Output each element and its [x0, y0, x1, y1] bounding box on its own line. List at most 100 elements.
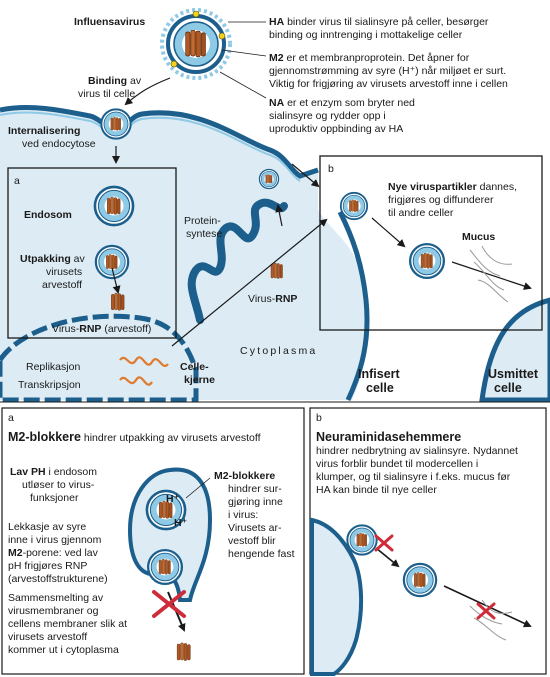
bound-virion-b: [347, 525, 376, 554]
cytoplasma-label: Cytoplasma: [240, 345, 317, 357]
arrow-rnp-assembly: [291, 163, 320, 188]
panel-a-frame: [1, 407, 305, 675]
utpakking-line2: virusets: [46, 266, 82, 278]
nye-line2: frigjøres og diffunderer: [388, 194, 494, 206]
free-virion-b: [404, 564, 436, 596]
utpakking-line1: Utpakking av: [20, 253, 86, 265]
nucleus: [0, 313, 199, 403]
virion-fusion-a: [148, 550, 182, 584]
panel-a-letter: a: [8, 412, 14, 424]
panel-a: a M2-blokkere hindrer utpakking av virus…: [1, 407, 305, 675]
binding-line2: virus til celle: [78, 88, 135, 100]
lavph-line1: Lav PH i endosom: [10, 466, 97, 478]
endosome-virion: [95, 187, 133, 225]
utpakking-line3: arvestoff: [42, 279, 82, 291]
host-cell-membrane: [0, 105, 319, 179]
nye-line1: Nye viruspartikler dannes,: [388, 181, 517, 193]
block-x-b2: [476, 602, 496, 620]
na-line1: NA er et enzym som bryter ned: [269, 97, 415, 109]
na-line2: sialinsyre og rydder opp i: [269, 110, 386, 122]
panel-a-title: M2-blokkere hindrer utpakking av viruset…: [8, 430, 261, 444]
block-x-a: [152, 590, 186, 618]
blokkere-line4: Virusets ar-: [228, 522, 282, 534]
blokkere-line5: vestoff blir: [228, 535, 276, 547]
lekkasje-line3: M2-porene: ved lav: [8, 547, 99, 559]
virus-rnp-label: Virus-RNP (arvestoff): [52, 323, 151, 335]
blokkere-line1: hindrer sur-: [228, 483, 282, 495]
blokkere-line2: gjøring inne: [228, 496, 283, 508]
binding-line1: Binding av: [88, 75, 142, 87]
block-x-b1: [374, 534, 394, 552]
blokkere-leader: [185, 477, 211, 499]
mucus-strands: [469, 245, 513, 303]
m2-leader: [221, 49, 267, 57]
box-a-letter: a: [14, 175, 20, 187]
uncoating-virion: [96, 246, 128, 278]
arrow-uncoat: [111, 267, 121, 294]
virus-title: Influensavirus: [74, 16, 145, 28]
blokkere-line3: i virus:: [228, 509, 258, 521]
protein-line2: syntese: [186, 228, 222, 240]
internalisering-line2: ved endocytose: [22, 138, 96, 150]
lekkasje-line2: inne i virus gjennom: [8, 534, 102, 546]
panel-b-line2: virus forblir bundet til modercellen i: [316, 458, 478, 470]
panel-b-line3: klumper, og til sialinsyre i f.eks. mucu…: [316, 471, 511, 483]
sammen-line1: Sammensmelting av: [8, 592, 104, 604]
infisert-line2: celle: [366, 381, 394, 395]
top-section: Influensavirus HA binder virus til siali…: [0, 8, 550, 403]
released-virion: [410, 244, 444, 278]
transkripsjon-label: Transkripsjon: [18, 379, 81, 391]
arrow-diffuse: [451, 261, 532, 290]
ha-line1: HA binder virus til sialinsyre på celler…: [269, 16, 489, 28]
sammen-line5: kommer ut i cytoplasma: [8, 644, 119, 656]
host-cell-b: [310, 517, 364, 676]
sammen-line2: virusmembraner og: [8, 605, 99, 617]
m2-line1: M2 er et membranproprotein. Det åpner fo…: [269, 52, 470, 64]
replication-rna: [119, 356, 169, 367]
panel-b-line1: hindrer nedbrytning av sialinsyre. Nydan…: [316, 445, 518, 457]
panel-b-line4: HA kan binde til nye celler: [316, 484, 437, 496]
arrow-er-to-membrane: [275, 204, 284, 227]
blokkere-term: M2-blokkere: [214, 470, 275, 482]
lekkasje-line1: Lekkasje av syre: [8, 521, 86, 533]
cellekjerne-line1: Celle-: [180, 361, 209, 373]
uninfected-cell: [479, 297, 550, 403]
cellekjerne-line2: kjerne: [184, 374, 215, 386]
replikasjon-label: Replikasjon: [26, 361, 80, 373]
budding-small-virion: [259, 169, 278, 188]
arrow-release-b: [375, 547, 400, 568]
na-leader: [219, 71, 267, 99]
ha-line2: binding og inntrenging i mottakelige cel…: [269, 29, 463, 41]
lekkasje-line5: (arvestoffstrukturene): [8, 573, 108, 585]
box-b-frame: [319, 155, 543, 331]
host-cell-membrane-inner: [0, 111, 301, 182]
infisert-line1: Infisert: [358, 367, 401, 381]
virus-rnp2-label: Virus-RNP: [248, 293, 297, 305]
internalisering-term: Internalisering: [8, 125, 80, 137]
arrow-rnp-export: [171, 218, 328, 347]
endosom-label: Endosom: [24, 209, 72, 221]
hplus-1: H⁺: [166, 493, 179, 505]
arrow-binding: [124, 77, 171, 106]
transcription-rna: [119, 376, 153, 386]
virion-binding: [101, 109, 130, 138]
influenza-virion: [160, 8, 232, 80]
box-a-frame: [7, 167, 177, 339]
lavph-line3: funksjoner: [30, 492, 79, 504]
usmittet-line1: Usmittet: [488, 367, 539, 381]
na-line3: uproduktiv oppbinding av HA: [269, 123, 403, 135]
endoplasmic-reticulum: [187, 198, 288, 324]
nye-line3: til andre celler: [388, 207, 454, 219]
sammen-line4: virusets arvestoff: [8, 631, 87, 643]
blokkere-line6: hengende fast: [228, 548, 295, 560]
rnp-blocked-a: [176, 642, 191, 661]
m2-line3: Viktig for frigjøring av virusets arvest…: [269, 78, 508, 90]
panel-b-title: Neuraminidasehemmere: [316, 430, 461, 444]
protein-line1: Protein-: [184, 215, 221, 227]
sammen-line3: cellens membraner slik at: [8, 618, 127, 630]
box-b-letter: b: [328, 163, 334, 175]
lekkasje-line4: pH frigjøres RNP: [8, 560, 87, 572]
hplus-2: H⁺: [174, 517, 187, 529]
mucus-strands-b: [469, 599, 513, 641]
